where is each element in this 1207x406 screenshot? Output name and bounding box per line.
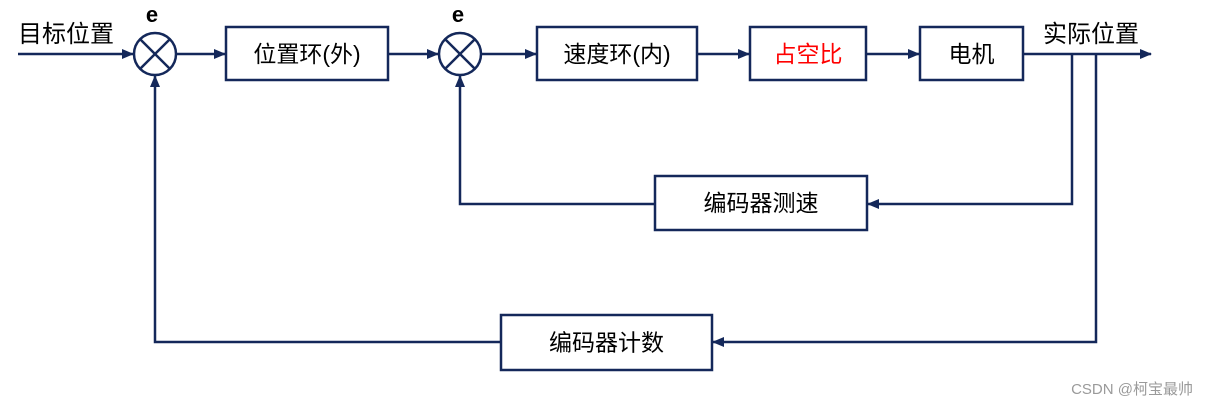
junction-2-error-label: e (452, 2, 464, 27)
encoder-count-to-junction-1-arrow (150, 75, 501, 344)
watermark: CSDN @柯宝最帅 (1071, 381, 1193, 398)
summing-junction-2: e (437, 2, 483, 77)
encoder-speed-block: 编码器测速 (653, 174, 869, 232)
position-loop-label: 位置环(外) (253, 41, 360, 67)
encoder-speed-box (653, 174, 869, 232)
duty-cycle-block: 占空比 (748, 25, 868, 82)
input-label: 目标位置 (18, 21, 114, 48)
inner-feedback-to-encoder-speed-arrow (867, 54, 1074, 209)
position-loop-block: 位置环(外) (224, 25, 390, 82)
speed-loop-label: 速度环(内) (563, 41, 670, 67)
position-loop-box (224, 25, 390, 82)
output-label: 实际位置 (1043, 21, 1139, 48)
junction-1-error-label: e (146, 2, 158, 27)
duty-cycle-label: 占空比 (774, 41, 843, 67)
encoder-count-block: 编码器计数 (499, 313, 714, 372)
outer-feedback-to-encoder-count-arrow (712, 54, 1098, 347)
encoder-speed-to-junction-2-arrow (455, 75, 655, 206)
encoder-speed-label: 编码器测速 (704, 190, 819, 216)
duty-cycle-box (748, 25, 868, 82)
encoder-count-label: 编码器计数 (549, 330, 664, 356)
motor-label: 电机 (949, 41, 995, 67)
speed-loop-block: 速度环(内) (535, 25, 699, 82)
junction-2-cross-b (444, 38, 476, 70)
motor-block: 电机 (918, 25, 1025, 82)
encoder-count-box (499, 313, 714, 372)
junction-1-cross-b (139, 38, 171, 70)
summing-junction-1: e (132, 2, 178, 77)
